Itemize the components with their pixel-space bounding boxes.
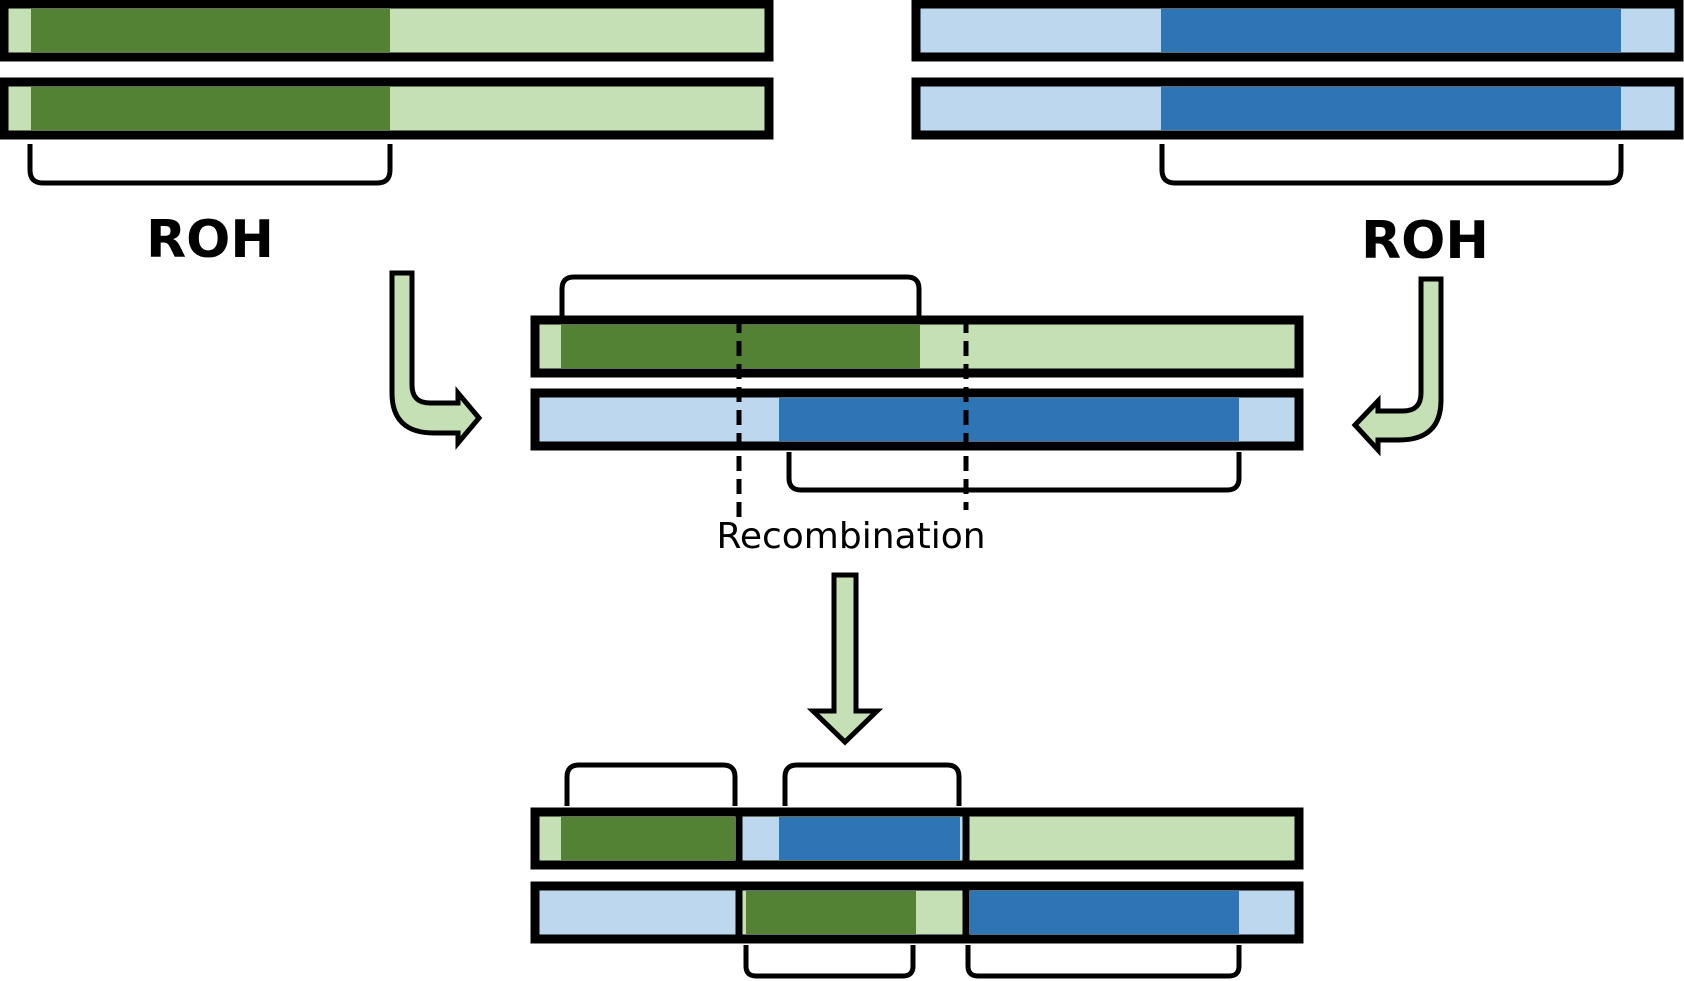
roh-segment <box>779 398 1239 441</box>
chromosome-left-2 <box>0 77 774 140</box>
roh-segment <box>779 817 960 860</box>
roh-segment <box>561 817 735 860</box>
roh-bracket-middle-top <box>559 274 922 318</box>
roh-bracket-bottom-top-2 <box>782 762 962 806</box>
roh-segment <box>970 891 1239 934</box>
roh-bracket-right <box>1159 144 1624 186</box>
roh-bracket-bottom-bottom-2 <box>965 945 1242 979</box>
chromosome-middle-green <box>530 315 1304 378</box>
arrow-left-to-middle-icon <box>389 270 483 450</box>
roh-bracket-bottom-bottom-1 <box>743 945 916 979</box>
chromosome-middle-blue <box>530 388 1304 451</box>
parent-right-chromosomes: ROH <box>911 0 1684 271</box>
chromosome-right-1 <box>911 0 1684 62</box>
roh-label-right: ROH <box>1361 211 1489 271</box>
roh-segment <box>31 9 390 52</box>
roh-segment <box>746 891 916 934</box>
chromosome-right-2 <box>911 77 1684 140</box>
offspring-chromosomes: Recombination <box>530 274 1304 557</box>
roh-segment <box>1161 9 1621 52</box>
recombination-label: Recombination <box>716 516 985 557</box>
roh-bracket-bottom-top-1 <box>564 762 738 806</box>
roh-label-left: ROH <box>146 210 274 270</box>
roh-segment <box>1161 87 1621 130</box>
roh-bracket-left <box>27 144 393 186</box>
roh-segment <box>31 87 390 130</box>
arrow-down-icon <box>806 572 884 746</box>
chromosome-recombinant-1 <box>530 807 1304 870</box>
arrow-right-to-middle-icon <box>1351 276 1444 457</box>
roh-bracket-middle-bottom <box>786 452 1242 493</box>
parent-left-chromosomes: ROH <box>0 0 774 270</box>
recombinant-chromosomes <box>530 762 1304 979</box>
chromosome-left-1 <box>0 0 774 62</box>
chromosome-recombinant-2 <box>530 881 1304 944</box>
